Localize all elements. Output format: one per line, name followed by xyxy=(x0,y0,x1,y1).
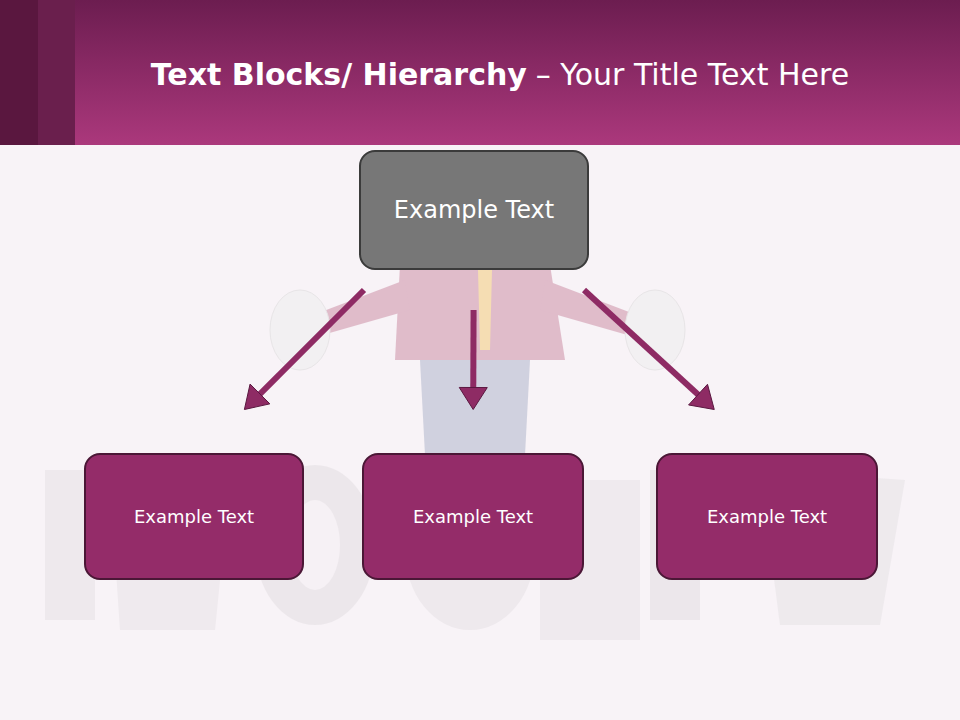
subtitle: – Your Title Text Here xyxy=(536,57,849,92)
arrow-connector xyxy=(459,310,487,410)
arrow-shaft xyxy=(257,290,364,397)
child-box: Example Text xyxy=(84,453,304,580)
arrow-shaft xyxy=(470,310,476,392)
box-text: Example Text xyxy=(413,506,533,527)
child-box: Example Text xyxy=(362,453,584,580)
box-text: Example Text xyxy=(707,506,827,527)
arrow-head xyxy=(689,384,715,409)
header-stripe xyxy=(0,0,38,145)
title: Text Blocks/ Hierarchy xyxy=(151,57,527,92)
arrow-head xyxy=(459,387,487,409)
arrow-connector xyxy=(244,290,364,410)
child-box: Example Text xyxy=(656,453,878,580)
arrow-connector xyxy=(584,290,714,410)
arrow-shaft xyxy=(584,290,701,397)
header-stripe xyxy=(38,0,75,145)
box-text: Example Text xyxy=(394,196,554,224)
header-bar xyxy=(0,0,960,145)
title-bar: Text Blocks/ Hierarchy – Your Title Text … xyxy=(100,50,900,100)
arrow-head xyxy=(244,384,269,409)
parent-box: Example Text xyxy=(359,150,589,270)
faint-person xyxy=(270,265,685,455)
box-text: Example Text xyxy=(134,506,254,527)
